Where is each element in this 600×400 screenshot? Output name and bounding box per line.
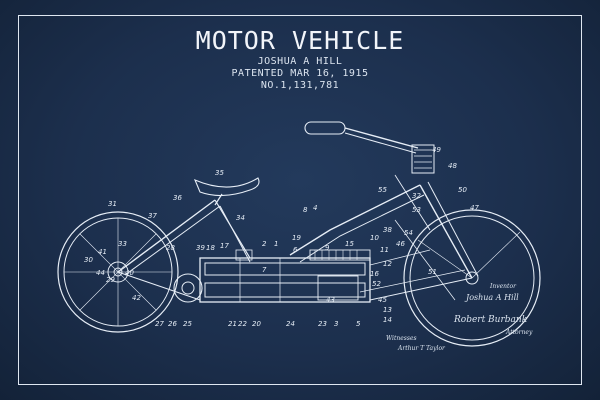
part-label: 28: [166, 244, 175, 252]
part-label: 29: [106, 276, 115, 284]
part-label: 3: [334, 320, 338, 328]
part-label: 46: [396, 240, 405, 248]
part-label: 23: [318, 320, 327, 328]
part-label: 18: [206, 244, 215, 252]
part-label: 15: [345, 240, 354, 248]
patent-date: PATENTED MAR 16, 1915: [231, 68, 369, 79]
part-label: 39: [196, 244, 205, 252]
attorney-heading: Attorney: [505, 329, 533, 336]
part-label: 41: [98, 248, 107, 256]
part-label: 37: [148, 212, 157, 220]
part-label: 20: [252, 320, 261, 328]
part-label: 34: [236, 214, 245, 222]
part-label: 35: [215, 169, 224, 177]
part-label: 38: [383, 226, 392, 234]
part-label: 12: [383, 260, 392, 268]
part-label: 4: [313, 204, 317, 212]
part-label: 8: [303, 206, 308, 214]
handlebar: [304, 121, 435, 174]
part-label: 21: [228, 320, 237, 328]
part-label: 55: [378, 186, 387, 194]
part-label: 52: [372, 280, 381, 288]
part-label: 44: [96, 269, 105, 277]
attorney-signature: Robert Burbank: [453, 315, 527, 325]
part-label: 26: [168, 320, 177, 328]
part-label: 7: [262, 266, 267, 274]
part-label: 1: [274, 240, 278, 248]
part-label: 17: [220, 242, 229, 250]
part-label: 19: [292, 234, 301, 242]
witness-signature: Arthur T Taylor: [397, 345, 446, 352]
part-label: 6: [293, 246, 298, 254]
poster-title: MOTOR VEHICLE: [195, 26, 405, 55]
part-label: 9: [325, 244, 330, 252]
part-label: 16: [370, 270, 379, 278]
part-label: 27: [155, 320, 164, 328]
part-label: 50: [458, 186, 467, 194]
part-label: 25: [183, 320, 192, 328]
part-label: 5: [356, 320, 361, 328]
steering-linkage: [369, 174, 456, 301]
front-wheel: [403, 209, 541, 347]
part-label: 2: [262, 240, 267, 248]
part-label: 33: [118, 240, 127, 248]
part-label: 40: [125, 269, 134, 277]
part-label: 32: [412, 192, 421, 200]
part-labels: 31 37 36 35 34 33 41 40 42 44 27 26 25 2…: [84, 146, 479, 328]
part-label: 45: [378, 296, 387, 304]
part-label: 11: [380, 246, 389, 254]
seat: [193, 177, 260, 206]
inventor-name: JOSHUA A HILL: [257, 56, 343, 67]
part-label: 14: [383, 316, 392, 324]
part-label: 43: [326, 296, 335, 304]
part-label: 42: [132, 294, 141, 302]
part-label: 36: [173, 194, 182, 202]
part-label: 54: [404, 229, 413, 237]
vehicle-frame: [117, 181, 479, 301]
inventor-signature: Joshua A Hill: [464, 293, 519, 302]
part-label: 49: [432, 146, 441, 154]
signature-block: Inventor Joshua A Hill Witnesses Arthur …: [386, 283, 533, 352]
part-label: 47: [470, 204, 479, 212]
engine-block: [173, 249, 371, 303]
part-label: 10: [370, 234, 379, 242]
inventor-heading: Inventor: [489, 283, 517, 290]
part-label: 53: [412, 206, 421, 214]
patent-number: NO.1,131,781: [260, 80, 340, 91]
part-label: 30: [84, 256, 93, 264]
part-label: 24: [286, 320, 295, 328]
part-label: 48: [448, 162, 457, 170]
witnesses-heading: Witnesses: [386, 335, 417, 342]
part-label: 31: [108, 200, 117, 208]
part-label: 13: [383, 306, 392, 314]
poster-frame: [18, 15, 582, 385]
part-label: 22: [238, 320, 247, 328]
part-label: 51: [428, 268, 437, 276]
